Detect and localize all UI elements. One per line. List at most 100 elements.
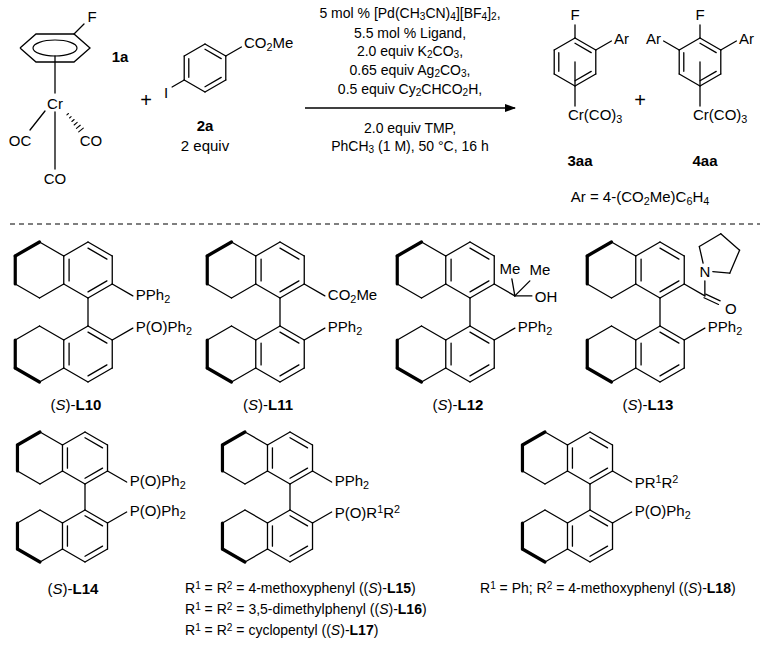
text-part: 2 [736, 325, 742, 337]
bold-bond [207, 242, 231, 256]
bond-line [304, 256, 305, 284]
double-bond-line [290, 546, 308, 556]
bond-line [446, 368, 470, 382]
plus-sign: + [634, 90, 646, 110]
text-part: 2 [547, 580, 553, 591]
bond-line [612, 445, 613, 471]
bond-line [713, 272, 730, 274]
bold-bond [222, 549, 245, 562]
text-part: - [382, 580, 387, 596]
double-bond-line [85, 438, 103, 448]
bond-line [684, 328, 705, 340]
text-part: 4 [450, 11, 456, 22]
text-part: 0.5 equiv Cy [338, 81, 416, 97]
text-part: 5.5 mol % Ligand, [354, 25, 466, 41]
aromatic-circle [33, 40, 77, 56]
text-part: 3 [454, 49, 460, 60]
reagent-text: 0.65 equiv Ag2CO3, [350, 63, 471, 80]
double-bond-line [260, 343, 261, 365]
bond-line [87, 298, 88, 326]
double-bond-line [88, 281, 107, 292]
text-part: , [497, 5, 501, 21]
ligand-label: (S)-L14 [48, 581, 99, 596]
atom-label: P(O)Ph2 [136, 319, 192, 337]
text-part: OH [535, 287, 558, 304]
bond-line [567, 471, 590, 484]
bond-line [469, 298, 470, 326]
atom-label: Cr [47, 96, 63, 111]
text-part: 3aa [567, 152, 592, 169]
structure-bonds [10, 24, 760, 562]
hashed-bond [70, 117, 72, 118]
bond-line [15, 284, 39, 298]
atom-label: PPh2 [136, 287, 170, 305]
bond-line [108, 512, 127, 523]
text-part: S [688, 580, 697, 596]
atom-label: P(O)Ph2 [130, 503, 186, 521]
double-bond-line [290, 516, 308, 526]
bond-line [515, 295, 532, 296]
bond-line [290, 432, 313, 445]
bond-line [172, 80, 184, 87]
text-part: 2 [227, 580, 233, 591]
text-part: OC [9, 132, 32, 149]
text-part: 1 [195, 622, 201, 633]
text-part: 2.0 equiv TMP, [364, 120, 456, 136]
hashed-bond [79, 128, 84, 132]
bond-line [590, 510, 613, 523]
double-bond-line [470, 281, 489, 292]
text-part: 1 [655, 473, 661, 485]
substituent-definition: R1 = R2 = cyclopentyl ((S)-L17) [185, 623, 378, 638]
atom-label: P(O)Ph2 [635, 503, 691, 521]
bond-line [112, 340, 113, 368]
double-bond-line [290, 438, 308, 448]
text-part: 2 [394, 503, 400, 515]
bond-line [679, 38, 700, 50]
atom-label: OH [535, 288, 558, 303]
text-part: H [692, 188, 703, 205]
bond-line [205, 80, 226, 92]
bond-line [699, 234, 720, 247]
text-part: L12 [458, 396, 484, 413]
bond-line [589, 484, 590, 510]
reagent-text: 2.0 equiv K2CO3, [357, 44, 463, 61]
bond-line [545, 510, 568, 523]
text-part: 2 [463, 87, 469, 98]
bond-line [304, 328, 325, 340]
bond-line [40, 510, 63, 523]
bond-line [446, 242, 470, 256]
double-bond-line [575, 71, 591, 80]
amount-text: 2 equiv [181, 138, 229, 153]
bond-line [112, 284, 133, 296]
text-part: Me [499, 259, 520, 276]
bond-line [612, 523, 613, 549]
atom-label: PPh2 [328, 319, 362, 337]
double-bond-line [290, 468, 308, 478]
text-part: ( [51, 396, 56, 413]
bond-line [256, 368, 280, 382]
text-part: PPh [518, 318, 546, 335]
bold-bond [522, 432, 545, 445]
bond-line [730, 250, 740, 273]
bold-bond [16, 445, 19, 471]
text-part: S [56, 396, 66, 413]
bond-line [422, 326, 446, 340]
bond-line [721, 41, 737, 50]
text-part: - [643, 396, 648, 413]
text-part: R [662, 474, 673, 491]
text-part: 2 [491, 11, 497, 22]
bold-bond [15, 242, 39, 256]
bond-line [397, 326, 421, 340]
atom-label: Cr(CO)3 [693, 107, 747, 125]
dashed-separator [10, 223, 760, 224]
text-part: 2 [546, 325, 552, 337]
double-bond-line [260, 259, 261, 281]
text-part: CO [433, 43, 454, 59]
double-bond-line [470, 365, 489, 376]
text-part: ) [340, 622, 345, 638]
text-part: Ar [646, 30, 661, 47]
bond-line [699, 247, 703, 264]
bond-line [74, 24, 84, 34]
text-part: 3 [461, 68, 467, 79]
